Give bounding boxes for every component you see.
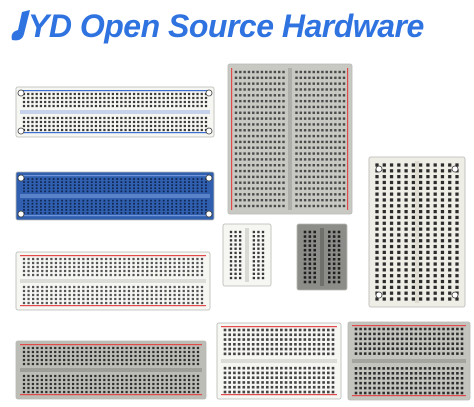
breadboard-400-cream [368,156,466,308]
breadboard-830-white-long [15,86,215,138]
brand-text: YD Open Source Hardware [28,8,424,44]
brand-logo: YD Open Source Hardware [11,8,424,44]
breadboard-170-mini-gray [296,223,348,291]
breadboard-400-white-red-rails [216,322,342,400]
breadboard-830-tall-gray [227,63,353,215]
breadboard-400-gray-red-rails [347,321,471,401]
breadboard-830-white-wide [15,251,211,311]
breadboard-830-blue-transparent [15,171,215,221]
brand-watermark: YD Open Source Hardware [8,6,468,46]
breadboard-170-mini-white [222,223,272,287]
music-note-icon [11,10,30,41]
breadboard-830-gray-wide [15,340,207,400]
